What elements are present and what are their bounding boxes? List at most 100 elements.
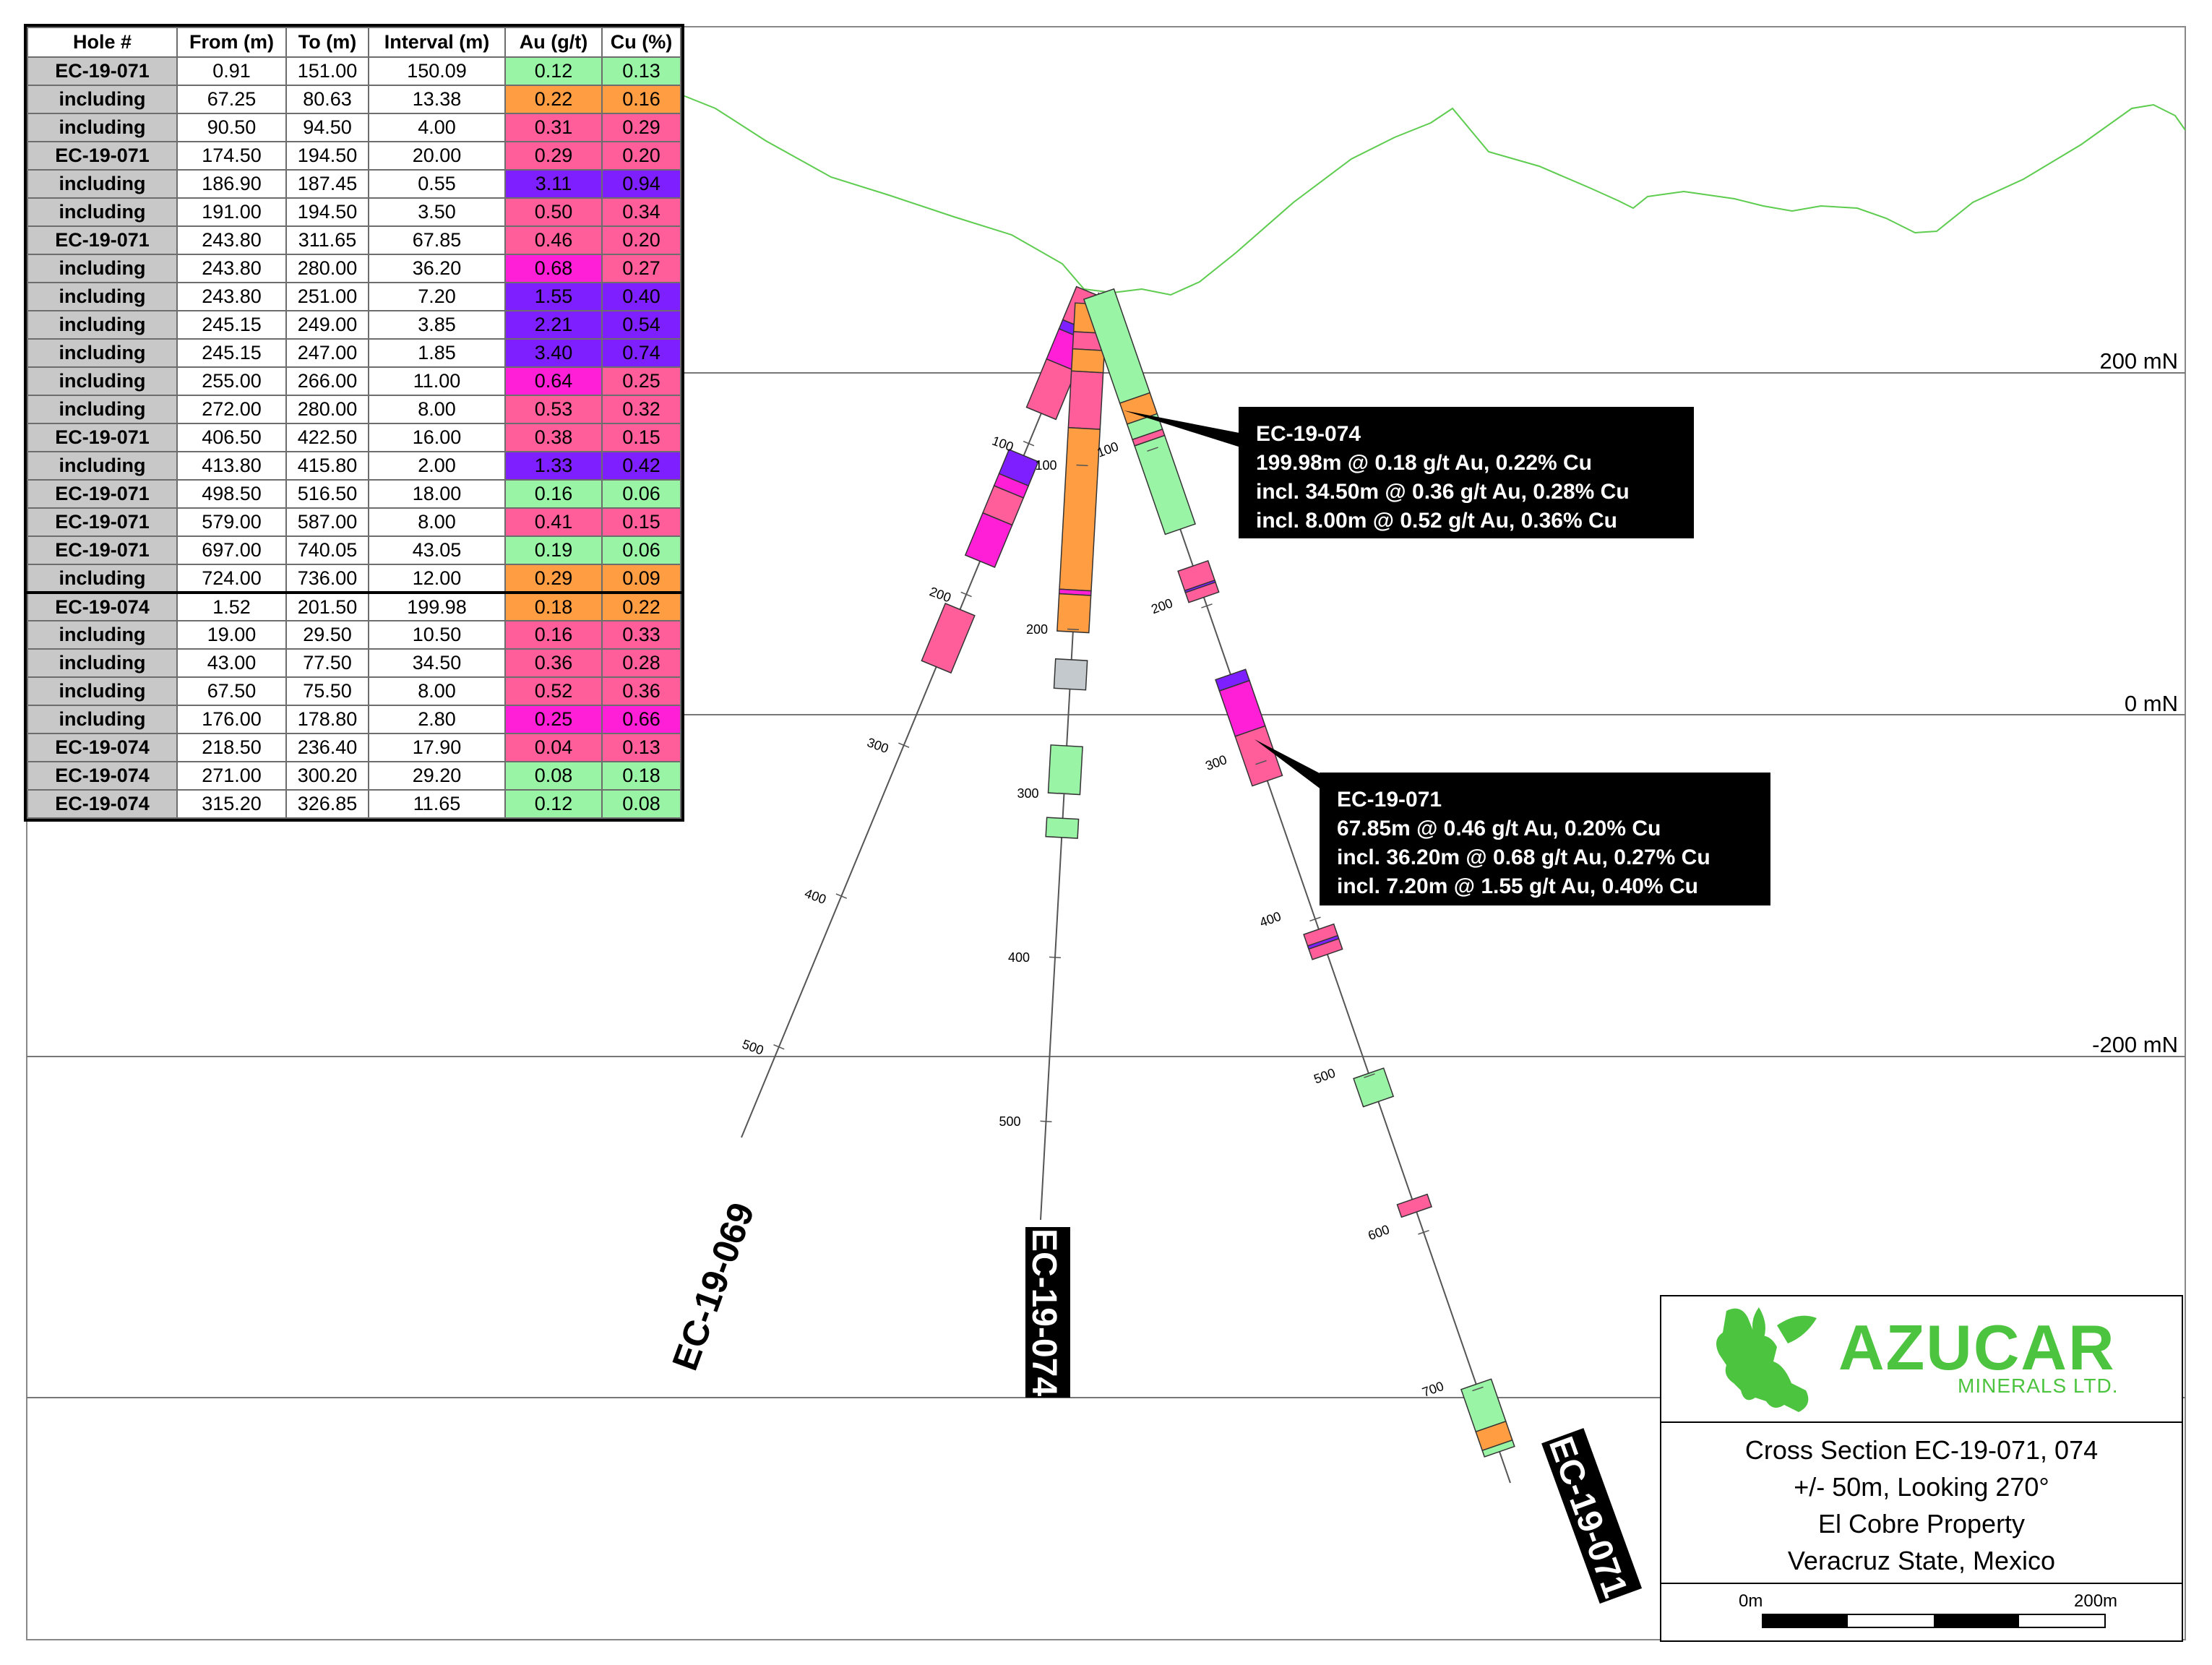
cell-hole: including [27, 676, 178, 706]
depth-label-ec071: 600 [1366, 1222, 1391, 1243]
cell-au: 3.11 [504, 169, 603, 199]
cell-au: 1.55 [504, 282, 603, 311]
cell-cu: 0.18 [601, 761, 681, 791]
cell-cu: 0.42 [601, 451, 681, 481]
cell-from: 90.50 [176, 113, 287, 142]
cell-from: 579.00 [176, 507, 287, 537]
cell-au: 0.29 [504, 564, 603, 593]
cell-to: 587.00 [285, 507, 369, 537]
depth-label-ec069: 400 [803, 886, 828, 907]
cell-au: 0.36 [504, 648, 603, 678]
cell-to: 77.50 [285, 648, 369, 678]
cell-cu: 0.28 [601, 648, 681, 678]
depth-tick-ec071 [1418, 1229, 1429, 1235]
cell-from: 67.50 [176, 676, 287, 706]
cell-au: 2.21 [504, 310, 603, 340]
cell-interval: 17.90 [368, 733, 506, 762]
cell-cu: 0.06 [601, 535, 681, 565]
cell-to: 326.85 [285, 789, 369, 819]
cell-interval: 3.85 [368, 310, 506, 340]
cell-to: 75.50 [285, 676, 369, 706]
cell-from: 245.15 [176, 338, 287, 368]
cell-from: 406.50 [176, 423, 287, 452]
callout-ec071: EC-19-071 67.85m @ 0.46 g/t Au, 0.20% Cu… [1320, 773, 1770, 905]
cell-hole: including [27, 648, 178, 678]
depth-tick-ec069 [773, 1044, 785, 1050]
depth-tick-ec071 [1472, 1386, 1484, 1392]
cell-from: 243.80 [176, 254, 287, 283]
cell-hole: EC-19-071 [27, 141, 178, 171]
assay-interval-ec069 [1025, 358, 1077, 421]
cell-hole: including [27, 620, 178, 650]
cell-au: 0.52 [504, 676, 603, 706]
cell-hole: EC-19-071 [27, 225, 178, 255]
cell-au: 0.38 [504, 423, 603, 452]
scale-end-label: 200m [2074, 1591, 2118, 1611]
cell-cu: 0.40 [601, 282, 681, 311]
cell-au: 3.40 [504, 338, 603, 368]
cell-to: 94.50 [285, 113, 369, 142]
assay-interval-ec074 [1053, 658, 1088, 691]
col-header-to: To (m) [285, 27, 369, 58]
cell-au: 0.25 [504, 705, 603, 734]
cell-interval: 10.50 [368, 620, 506, 650]
depth-tick-ec071 [1255, 760, 1267, 765]
cell-from: 255.00 [176, 366, 287, 396]
cell-cu: 0.33 [601, 620, 681, 650]
cell-from: 498.50 [176, 479, 287, 509]
scale-bar [1762, 1614, 2106, 1628]
callout-leader-ec071 [1255, 739, 1340, 799]
cell-to: 80.63 [285, 85, 369, 114]
cell-au: 0.53 [504, 395, 603, 424]
depth-tick-ec074 [1040, 1120, 1052, 1123]
depth-tick-ec069 [1023, 440, 1035, 447]
depth-tick-ec074 [1076, 464, 1088, 467]
cell-cu: 0.25 [601, 366, 681, 396]
cell-to: 151.00 [285, 56, 369, 86]
callout-ec074-line1: 199.98m @ 0.18 g/t Au, 0.22% Cu [1256, 451, 1592, 475]
cell-from: 245.15 [176, 310, 287, 340]
cell-interval: 2.80 [368, 705, 506, 734]
cell-cu: 0.20 [601, 225, 681, 255]
cell-au: 0.68 [504, 254, 603, 283]
depth-tick-ec071 [1364, 1073, 1375, 1078]
cell-cu: 0.27 [601, 254, 681, 283]
logo-wordmark: AZUCAR [1838, 1312, 2116, 1383]
cell-to: 249.00 [285, 310, 369, 340]
cell-interval: 29.20 [368, 761, 506, 791]
cell-from: 218.50 [176, 733, 287, 762]
cell-to: 415.80 [285, 451, 369, 481]
cell-from: 43.00 [176, 648, 287, 678]
assay-interval-ec071 [1134, 434, 1196, 535]
cell-from: 315.20 [176, 789, 287, 819]
assay-interval-ec074 [1070, 348, 1106, 374]
cell-interval: 2.00 [368, 451, 506, 481]
assay-interval-ec069 [964, 512, 1013, 568]
cell-au: 0.08 [504, 761, 603, 791]
depth-tick-ec069 [960, 591, 972, 598]
cell-to: 236.40 [285, 733, 369, 762]
cell-hole: EC-19-071 [27, 56, 178, 86]
depth-label-ec074: 100 [1035, 458, 1056, 473]
depth-tick-ec071 [1309, 916, 1321, 922]
depth-label-ec069: 200 [928, 584, 953, 605]
cell-cu: 0.08 [601, 789, 681, 819]
cell-interval: 11.65 [368, 789, 506, 819]
cell-au: 0.31 [504, 113, 603, 142]
cell-cu: 0.29 [601, 113, 681, 142]
assay-interval-ec071 [1353, 1067, 1395, 1108]
section-title: Cross Section EC-19-071, 074 [1744, 1435, 2099, 1465]
cell-hole: including [27, 366, 178, 396]
cell-au: 0.46 [504, 225, 603, 255]
cell-interval: 67.85 [368, 225, 506, 255]
cell-cu: 0.74 [601, 338, 681, 368]
depth-label-ec074: 300 [1017, 786, 1038, 801]
cell-to: 736.00 [285, 564, 369, 593]
